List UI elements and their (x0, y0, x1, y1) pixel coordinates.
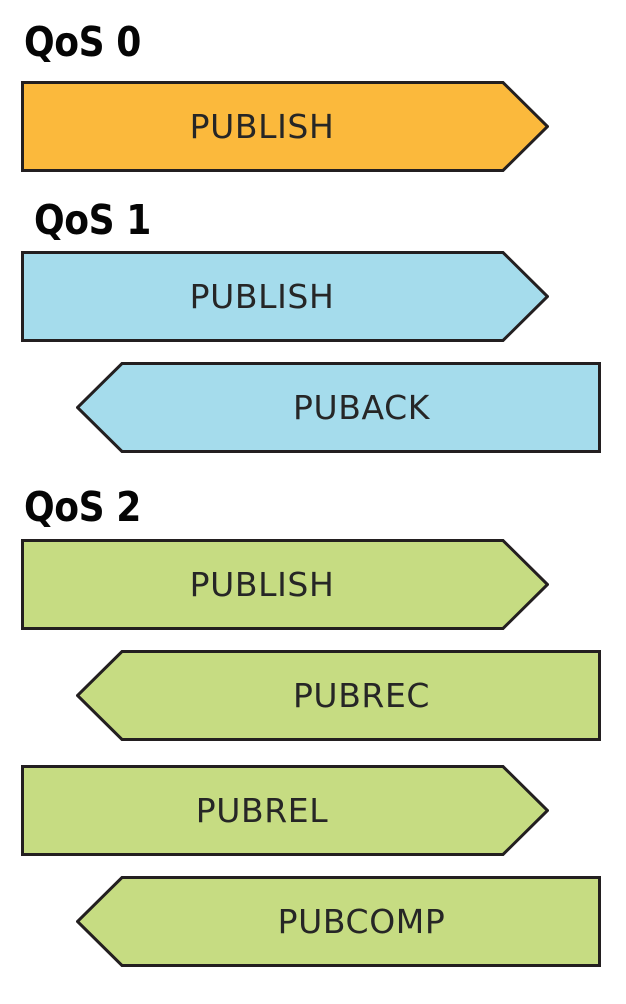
arrow-shape-right (21, 81, 549, 172)
arrow-shape-left (76, 362, 601, 453)
arrow-qos2-pubrec[interactable]: PUBREC (76, 650, 601, 741)
arrow-polygon (21, 765, 549, 856)
arrow-polygon (76, 362, 601, 453)
arrow-polygon (21, 81, 549, 172)
arrow-qos2-pubcomp[interactable]: PUBCOMP (76, 876, 601, 967)
arrow-shape-left (76, 650, 601, 741)
section-label-qos-2: QoS 2 (24, 483, 141, 531)
arrow-polygon (76, 876, 601, 967)
arrow-qos1-puback[interactable]: PUBACK (76, 362, 601, 453)
arrow-qos1-publish[interactable]: PUBLISH (21, 251, 549, 342)
arrow-polygon (21, 251, 549, 342)
arrow-shape-right (21, 765, 549, 856)
section-label-qos-1: QoS 1 (34, 196, 151, 244)
arrow-polygon (21, 539, 549, 630)
arrow-qos2-publish[interactable]: PUBLISH (21, 539, 549, 630)
arrow-polygon (76, 650, 601, 741)
arrow-shape-right (21, 539, 549, 630)
arrow-qos0-publish[interactable]: PUBLISH (21, 81, 549, 172)
arrow-shape-right (21, 251, 549, 342)
arrow-shape-left (76, 876, 601, 967)
arrow-qos2-pubrel[interactable]: PUBREL (21, 765, 549, 856)
section-label-qos-0: QoS 0 (24, 18, 141, 66)
